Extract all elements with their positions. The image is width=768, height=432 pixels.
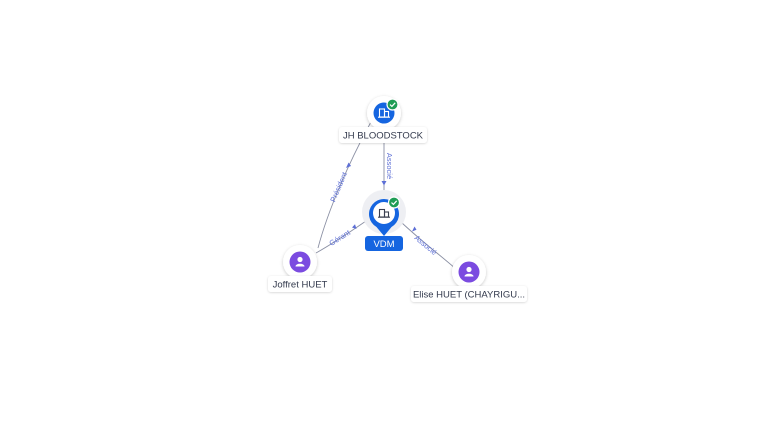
edge-joffret-vdm: Gérant (315, 220, 367, 254)
svg-text:JH BLOODSTOCK: JH BLOODSTOCK (343, 131, 424, 142)
svg-text:VDM: VDM (373, 239, 394, 250)
node-label-joffret-huet: Joffret HUET (268, 276, 332, 292)
edge-label-elise-vdm: Associé (413, 233, 439, 257)
arrow-icon (412, 226, 417, 232)
svg-text:Elise HUET (CHAYRIGU...: Elise HUET (CHAYRIGU... (413, 290, 525, 301)
arrow-icon (346, 162, 351, 168)
verified-badge-icon (387, 196, 401, 209)
node-label-jh-bloodstock: JH BLOODSTOCK (339, 127, 427, 143)
edge-label-jh-vdm: Associé (385, 153, 394, 179)
node-label-elise-huet: Elise HUET (CHAYRIGU... (411, 286, 527, 302)
node-elise-huet[interactable]: Elise HUET (CHAYRIGU... (411, 255, 527, 302)
person-icon (464, 266, 474, 277)
edge-label-joffret-vdm: Gérant (328, 228, 353, 248)
person-icon (295, 256, 305, 267)
building-icon (378, 108, 390, 118)
verified-badge-icon (386, 98, 399, 111)
node-joffret-huet[interactable]: Joffret HUET (268, 245, 332, 292)
svg-text:Joffret HUET: Joffret HUET (273, 280, 328, 291)
edge-label-joffret-jh: Président (328, 170, 349, 204)
edge-elise-vdm: Associé (400, 221, 457, 270)
node-jh-bloodstock[interactable]: JH BLOODSTOCK (339, 96, 427, 143)
node-vdm[interactable]: VDM (362, 190, 406, 251)
arrow-icon (352, 224, 357, 229)
arrow-icon (381, 181, 387, 186)
building-icon (378, 208, 390, 218)
node-label-vdm: VDM (365, 236, 403, 251)
edge-jh-vdm: Associé (381, 143, 394, 194)
